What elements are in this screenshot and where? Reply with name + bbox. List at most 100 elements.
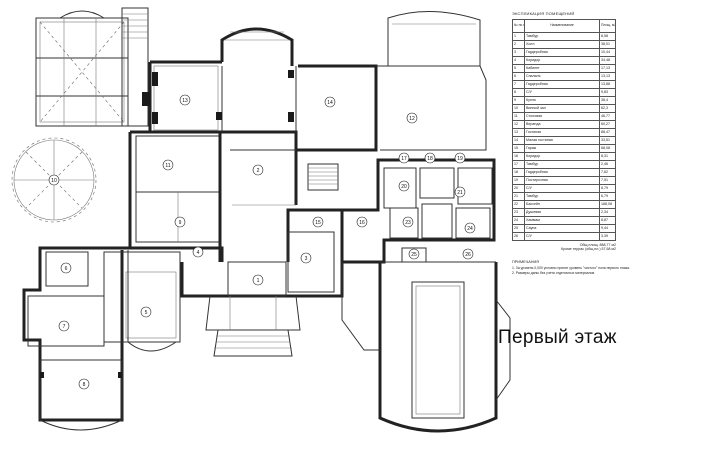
row-area: 38,4 bbox=[599, 96, 616, 105]
row-name: Коридор bbox=[524, 56, 600, 65]
row-name: Веранда bbox=[524, 120, 600, 129]
row-name: Холл bbox=[524, 40, 600, 49]
room-marker-21: 21 bbox=[454, 186, 466, 198]
row-name: Кухня bbox=[524, 96, 600, 105]
header-area: Площ. м2 bbox=[599, 19, 616, 33]
total-area-text: Общ.площ. 888,77 м2 bbox=[579, 243, 616, 247]
row-number: 22 bbox=[512, 200, 525, 209]
room-marker-25: 25 bbox=[408, 248, 420, 260]
row-name: Кабинет bbox=[524, 64, 600, 73]
row-name: Гардеробная bbox=[524, 168, 600, 177]
svg-text:17: 17 bbox=[401, 156, 407, 162]
row-number: 9 bbox=[512, 96, 525, 105]
row-number: 19 bbox=[512, 176, 525, 185]
row-name: Гараж bbox=[524, 144, 600, 153]
row-number: 20 bbox=[512, 184, 525, 193]
room-marker-24: 24 bbox=[464, 222, 476, 234]
svg-text:3: 3 bbox=[305, 256, 308, 262]
svg-text:14: 14 bbox=[327, 100, 333, 106]
svg-text:12: 12 bbox=[409, 116, 415, 122]
row-number: 7 bbox=[512, 80, 525, 89]
room-marker-23: 23 bbox=[402, 216, 414, 228]
room-marker-18: 18 bbox=[424, 152, 436, 164]
row-number: 2 bbox=[512, 40, 525, 49]
row-number: 4 bbox=[512, 56, 525, 65]
row-name: Сауна bbox=[524, 224, 600, 233]
room-marker-26: 26 bbox=[462, 248, 474, 260]
svg-text:11: 11 bbox=[165, 163, 170, 169]
row-name: Винный зал bbox=[524, 104, 600, 113]
row-area: 88,47 bbox=[599, 128, 616, 137]
row-area: 46,77 bbox=[599, 112, 616, 121]
row-number: 17 bbox=[512, 160, 525, 169]
row-number: 15 bbox=[512, 144, 525, 153]
room-number-markers: 13 14 12 11 2 9 10 3 1 4 5 6 7 8 15 16 1… bbox=[48, 94, 476, 390]
svg-text:21: 21 bbox=[457, 190, 463, 196]
row-area: 7,51 bbox=[599, 176, 616, 185]
svg-text:2: 2 bbox=[257, 168, 260, 174]
svg-text:20: 20 bbox=[401, 184, 407, 190]
legend-totals: Общ.площ. 888,77 м2 Кроме террас (общ.пл… bbox=[512, 243, 616, 251]
row-number: 25 bbox=[512, 224, 525, 233]
row-number: 21 bbox=[512, 192, 525, 201]
room-marker-14: 14 bbox=[324, 96, 336, 108]
row-area: 34,48 bbox=[599, 56, 616, 65]
note-item: 2. Размеры даны без учета отделочных мат… bbox=[512, 271, 596, 275]
notes-block: ПРИМЕЧАНИЯ 1. За уровень 0,000 условно п… bbox=[512, 260, 712, 277]
row-number: 13 bbox=[512, 128, 525, 137]
room-marker-9: 9 bbox=[174, 216, 186, 228]
svg-text:7: 7 bbox=[63, 324, 66, 330]
row-name: Гардеробная bbox=[524, 80, 600, 89]
svg-text:23: 23 bbox=[405, 220, 411, 226]
row-number: 14 bbox=[512, 136, 525, 145]
svg-text:25: 25 bbox=[411, 252, 417, 258]
room-marker-16: 16 bbox=[356, 216, 368, 228]
row-name: Бассейн bbox=[524, 200, 600, 209]
row-number: 16 bbox=[512, 152, 525, 161]
svg-text:26: 26 bbox=[465, 252, 471, 258]
row-area: 33,51 bbox=[599, 136, 616, 145]
row-area: 60,27 bbox=[599, 120, 616, 129]
room-marker-6: 6 bbox=[60, 262, 72, 274]
row-number: 11 bbox=[512, 112, 525, 121]
row-area: 8,87 bbox=[599, 216, 616, 225]
total-living-text: Кроме террас (общ.пл.) 57,68 м2 bbox=[561, 246, 616, 251]
room-marker-19: 19 bbox=[454, 152, 466, 164]
table-header-row: № по плану Наименование Площ. м2 bbox=[512, 19, 616, 33]
legend-title: ЭКСПЛИКАЦИЯ ПОМЕЩЕНИЙ bbox=[512, 11, 575, 16]
row-area: 8,31 bbox=[599, 152, 616, 161]
room-marker-4: 4 bbox=[192, 246, 204, 258]
row-name: Тамбур bbox=[524, 192, 600, 201]
svg-text:19: 19 bbox=[457, 156, 463, 162]
floor-title: Первый этаж bbox=[498, 327, 617, 348]
room-marker-8: 8 bbox=[78, 378, 90, 390]
row-area: 3,39 bbox=[599, 232, 616, 241]
row-number: 10 bbox=[512, 104, 525, 113]
svg-text:5: 5 bbox=[145, 310, 148, 316]
row-name: Коридор bbox=[524, 152, 600, 161]
row-name: Хаммам bbox=[524, 216, 600, 225]
row-name: Душевая bbox=[524, 208, 600, 217]
row-name: Гостиная bbox=[524, 128, 600, 137]
room-marker-20: 20 bbox=[398, 180, 410, 192]
svg-text:13: 13 bbox=[182, 98, 188, 104]
row-name: Постирочная bbox=[524, 176, 600, 185]
row-number: 24 bbox=[512, 216, 525, 225]
row-area: 68,08 bbox=[599, 144, 616, 153]
